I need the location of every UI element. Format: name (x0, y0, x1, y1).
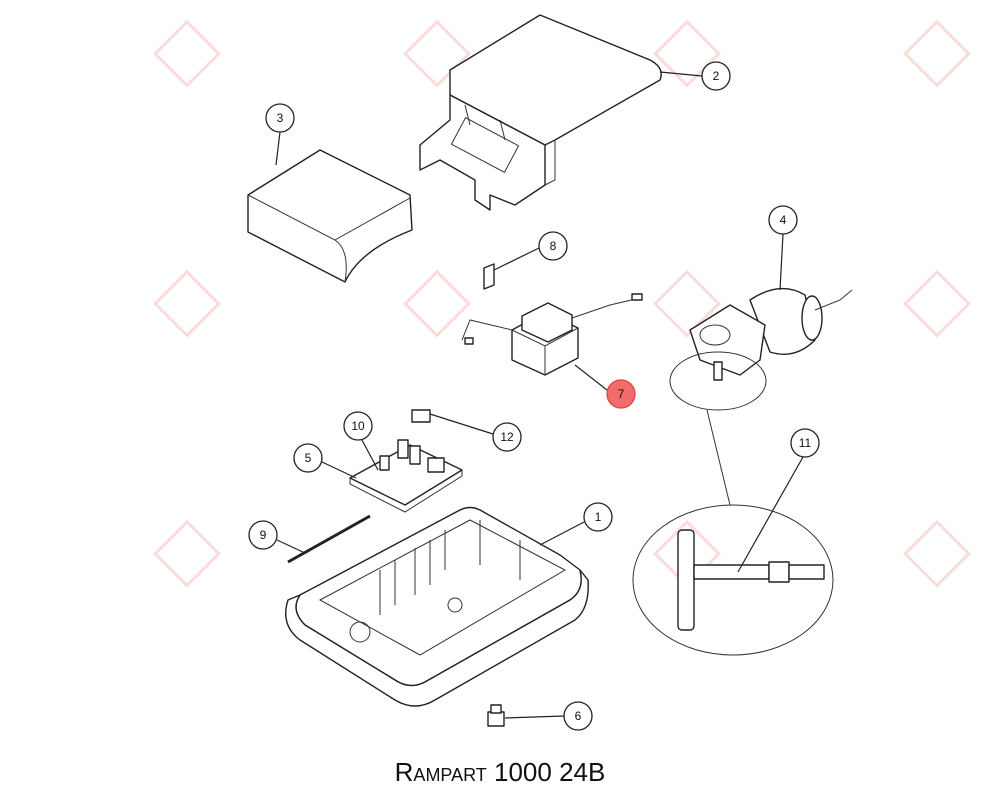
callout-number: 4 (780, 213, 787, 227)
callout-2: 2 (701, 61, 731, 91)
callout-number: 3 (277, 111, 284, 125)
callout-1: 1 (583, 502, 613, 532)
callout-circle (583, 502, 613, 532)
callout-number: 7 (618, 387, 625, 401)
callout-number: 1 (595, 510, 602, 524)
callout-circle (701, 61, 731, 91)
callout-circle (293, 443, 323, 473)
callout-circle (563, 701, 593, 731)
callout-circle (538, 231, 568, 261)
part-base-housing (285, 506, 589, 707)
callout-number: 12 (500, 430, 514, 444)
callout-circle (606, 379, 636, 409)
watermark-logo (153, 269, 221, 338)
callout-circle (265, 103, 295, 133)
callout-12: 12 (492, 422, 522, 452)
watermark-logo (153, 519, 221, 588)
callout-10: 10 (343, 411, 373, 441)
part-light-guide (287, 514, 371, 564)
callout-circle (492, 422, 522, 452)
part-motor (669, 287, 853, 411)
watermark-logo (903, 19, 971, 88)
watermark-logo (903, 519, 971, 588)
callout-circle (248, 520, 278, 550)
callout-number: 8 (550, 239, 557, 253)
part-top-cover (419, 14, 662, 211)
callout-circle (768, 205, 798, 235)
part-connector (483, 263, 495, 290)
callout-number: 2 (713, 69, 720, 83)
watermark-logo (403, 269, 471, 338)
part-jumper (411, 409, 431, 423)
callout-circle (790, 428, 820, 458)
callout-number: 10 (351, 419, 365, 433)
callout-number: 11 (799, 436, 812, 450)
callout-6: 6 (563, 701, 593, 731)
part-side-cover (247, 149, 413, 283)
watermark-logo (153, 19, 221, 88)
part-gear-shaft-detail (632, 409, 834, 656)
watermark-logo (903, 269, 971, 338)
part-cable-gland (487, 704, 505, 727)
callout-11: 11 (790, 428, 820, 458)
callout-number: 9 (260, 528, 267, 542)
callout-number: 6 (575, 709, 582, 723)
callout-3: 3 (265, 103, 295, 133)
leader-lines (275, 71, 804, 719)
callout-circle (343, 411, 373, 441)
callout-9: 9 (248, 520, 278, 550)
callout-number: 5 (305, 451, 312, 465)
diagram-title: Rampart 1000 24В (394, 757, 606, 787)
callout-5: 5 (293, 443, 323, 473)
part-control-board (349, 439, 463, 513)
part-transformer (461, 293, 643, 376)
callout-4: 4 (768, 205, 798, 235)
callout-7: 7 (606, 379, 636, 409)
watermark-logo (653, 269, 721, 338)
callout-8: 8 (538, 231, 568, 261)
